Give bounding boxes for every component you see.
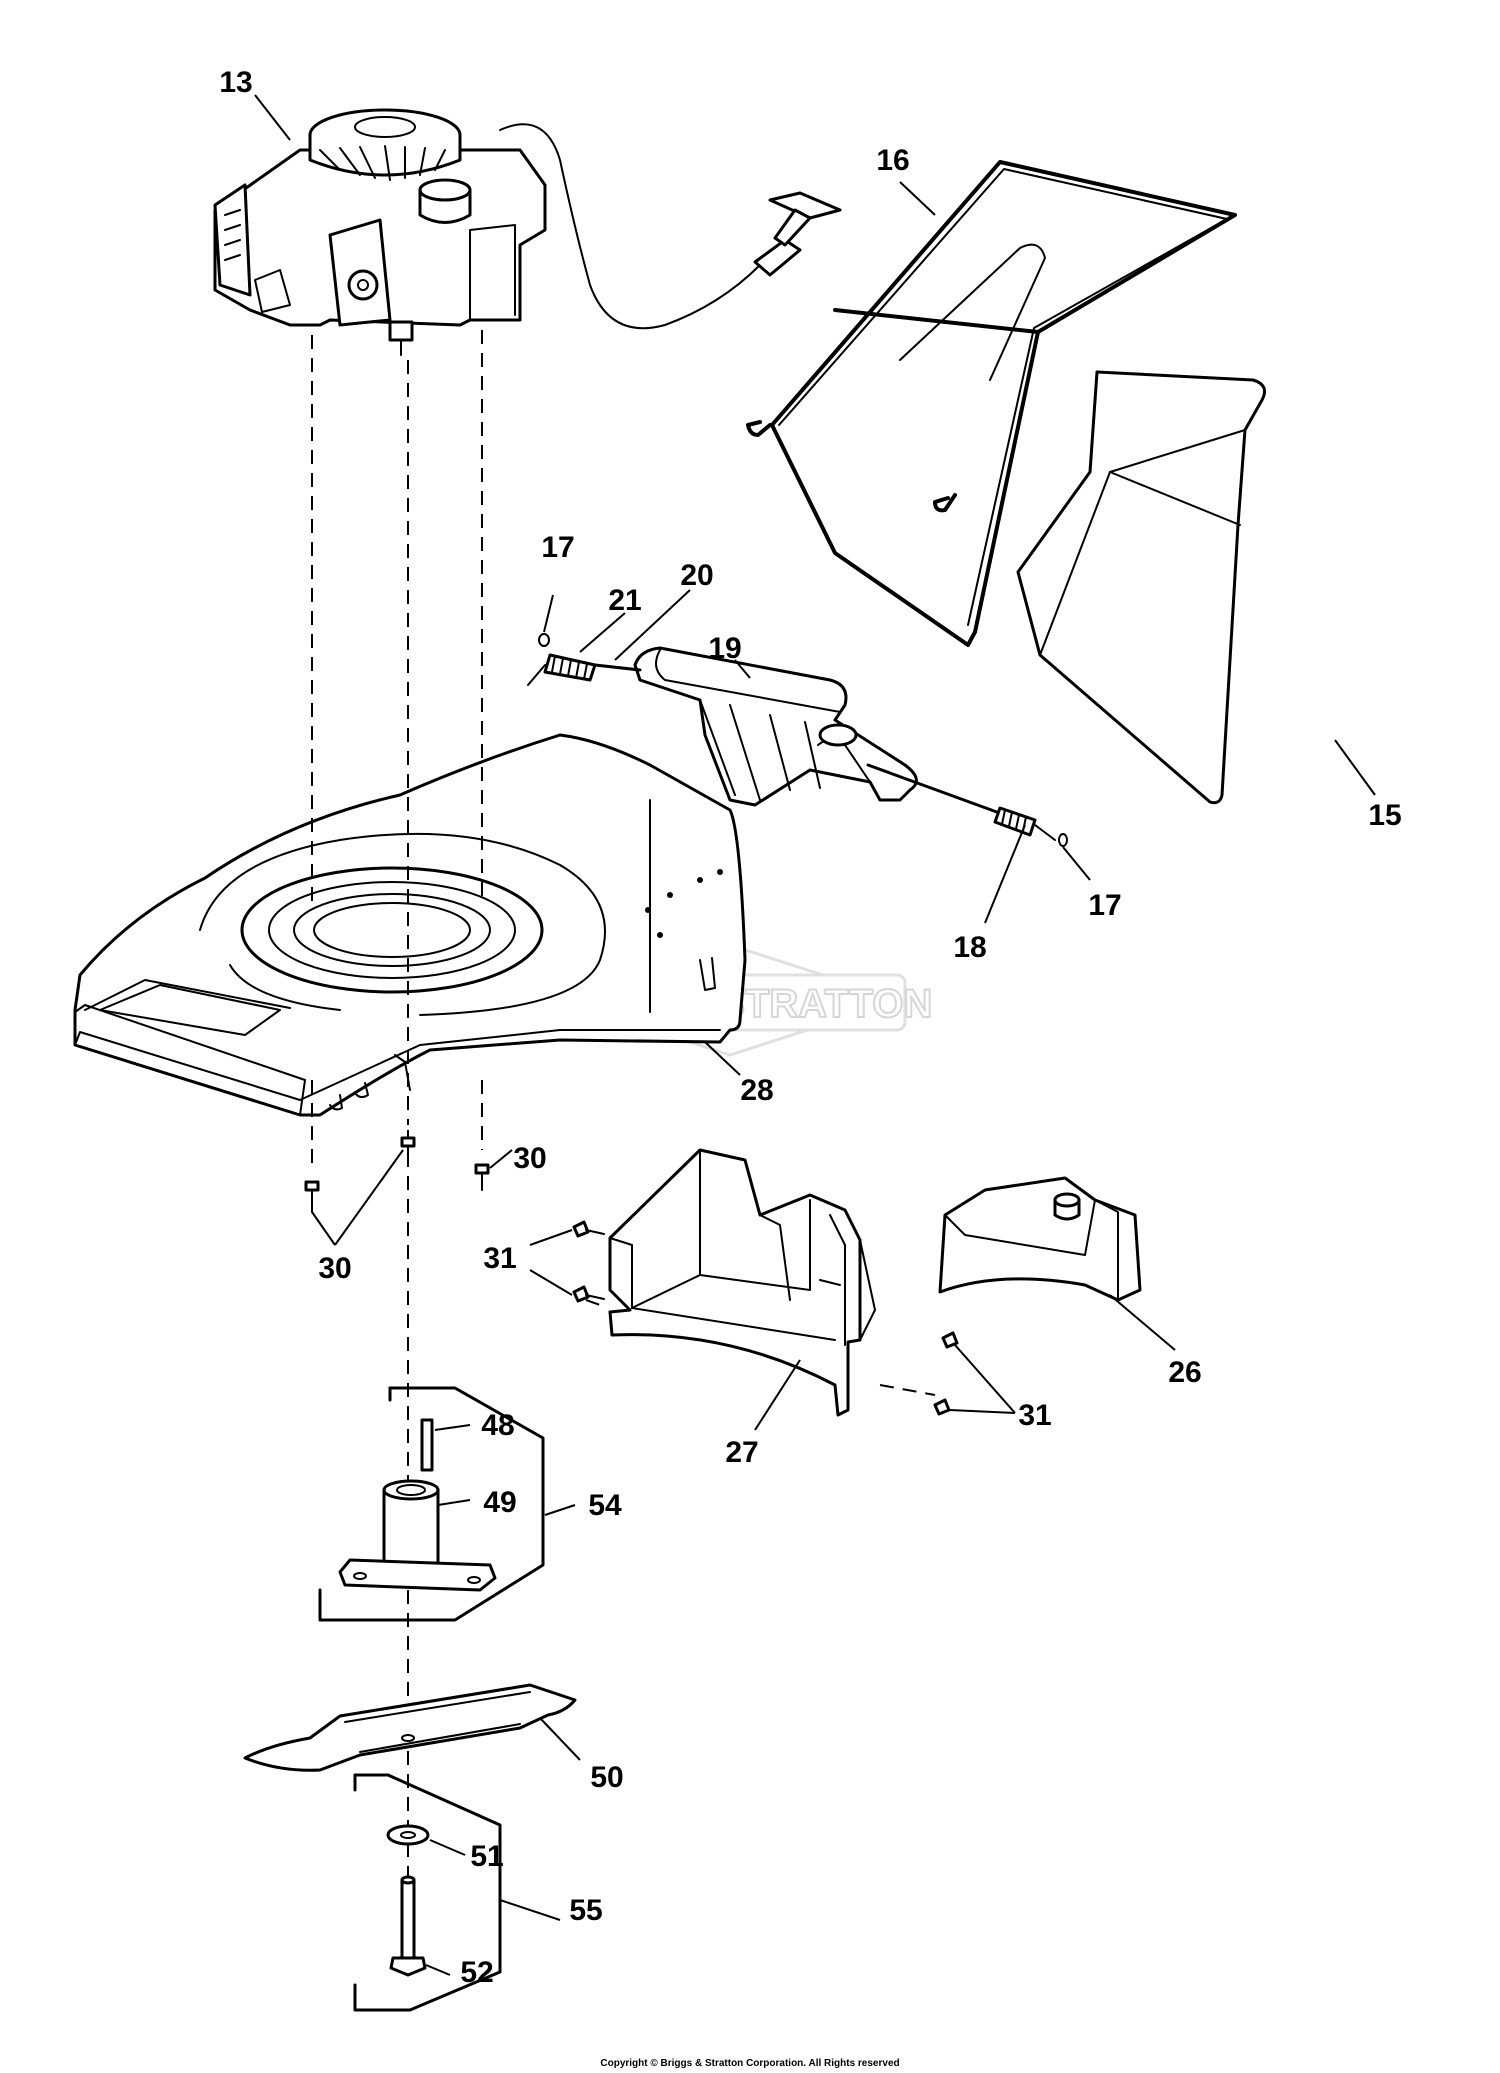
callout-28: 28: [740, 1074, 773, 1107]
callout-18: 18: [953, 931, 986, 964]
mulch-plug-part: [938, 1176, 1142, 1302]
callout-21: 21: [608, 584, 641, 617]
callout-26: 26: [1168, 1356, 1201, 1389]
callout-13: 13: [219, 66, 252, 99]
callout-31: 31: [1018, 1399, 1051, 1432]
callout-19: 19: [708, 632, 741, 665]
callout-15: 15: [1368, 799, 1401, 832]
callout-17: 17: [1088, 889, 1121, 922]
callout-27: 27: [725, 1436, 758, 1469]
blade-hardware-kit-part: [353, 1773, 502, 2012]
leader-lines: [254, 94, 1376, 1976]
engine-part: [213, 108, 842, 356]
callout-48: 48: [481, 1409, 514, 1442]
deflector-part: [527, 633, 1068, 847]
callout-20: 20: [680, 559, 713, 592]
callout-17: 17: [541, 531, 574, 564]
callout-30: 30: [513, 1142, 546, 1175]
callout-16: 16: [876, 144, 909, 177]
callout-labels: 13 16 17 21 20 19 15 18 17 28 30 30 31 2…: [219, 66, 1401, 1989]
copyright-notice: Copyright © Briggs & Stratton Corporatio…: [600, 2058, 899, 2069]
callout-30: 30: [318, 1252, 351, 1285]
screws: [304, 1136, 959, 1416]
rear-chute-part: [608, 1148, 876, 1417]
bag-frame-part: [746, 160, 1237, 647]
callout-49: 49: [483, 1486, 516, 1519]
adapter-kit-part: [318, 1386, 545, 1622]
callout-52: 52: [460, 1956, 493, 1989]
callout-55: 55: [569, 1894, 602, 1927]
callout-51: 51: [470, 1840, 503, 1873]
callout-54: 54: [588, 1489, 622, 1522]
mower-deck-part: [73, 733, 747, 1117]
callout-50: 50: [590, 1761, 623, 1794]
grass-bag-part: [1016, 370, 1266, 805]
callout-31: 31: [483, 1242, 516, 1275]
blade-part: [243, 1683, 577, 1772]
